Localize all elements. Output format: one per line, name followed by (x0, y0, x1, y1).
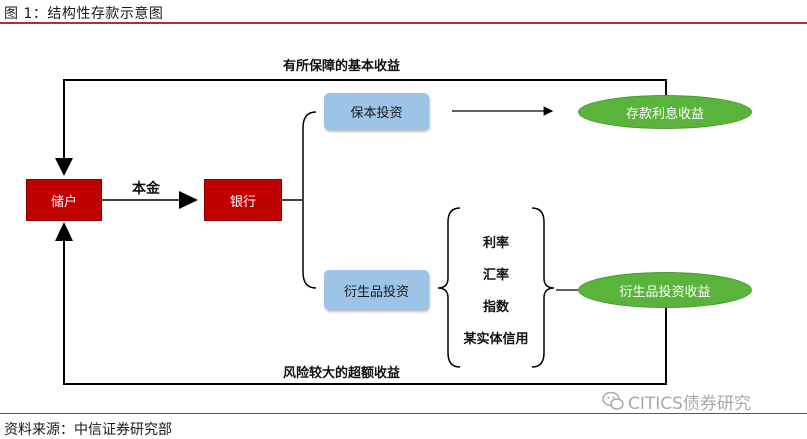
bottom-divider (0, 413, 807, 414)
watermark-text: CITICS债券研究 (628, 393, 751, 414)
wechat-logo-icon (602, 391, 624, 410)
figure-title: 图 1：结构性存款示意图 (4, 6, 164, 22)
bottom-loop-line (63, 240, 667, 385)
derivative-income-ellipse: 衍生品投资收益 (578, 272, 752, 308)
derivative-investment-box: 衍生品投资 (324, 270, 429, 310)
derivative-investment-label: 衍生品投资 (343, 284, 409, 300)
factor-index: 指数 (482, 300, 510, 315)
right-brace (531, 207, 555, 368)
guaranteed-investment-box: 保本投资 (324, 93, 429, 130)
principal-label: 本金 (132, 181, 160, 197)
bank-box: 银行 (204, 179, 282, 221)
bottom-loop-arrowhead (55, 222, 73, 241)
factor-interest-rate: 利率 (482, 236, 510, 251)
bottom-loop-label: 风险较大的超额收益 (283, 366, 401, 381)
deposit-interest-income-label: 存款利息收益 (625, 106, 704, 122)
top-loop-arrowhead (55, 158, 73, 176)
derivative-income-label: 衍生品投资收益 (619, 284, 711, 300)
depositor-box: 储户 (26, 179, 102, 221)
deposit-interest-income-ellipse: 存款利息收益 (578, 95, 752, 129)
source-note: 资料来源：中信证券研究部 (4, 422, 172, 438)
left-brace (437, 207, 461, 368)
bank-label: 银行 (229, 194, 256, 210)
top-loop-label: 有所保障的基本收益 (283, 59, 401, 74)
watermark: CITICS债券研究 (602, 391, 751, 414)
principal-arrowhead (179, 191, 198, 209)
depositor-label: 储户 (50, 194, 77, 210)
guaranteed-investment-label: 保本投资 (350, 106, 403, 121)
factor-exchange-rate: 汇率 (482, 268, 510, 283)
factor-entity-credit: 某实体信用 (463, 332, 529, 347)
title-divider (0, 22, 807, 24)
branch-bracket (302, 111, 317, 289)
